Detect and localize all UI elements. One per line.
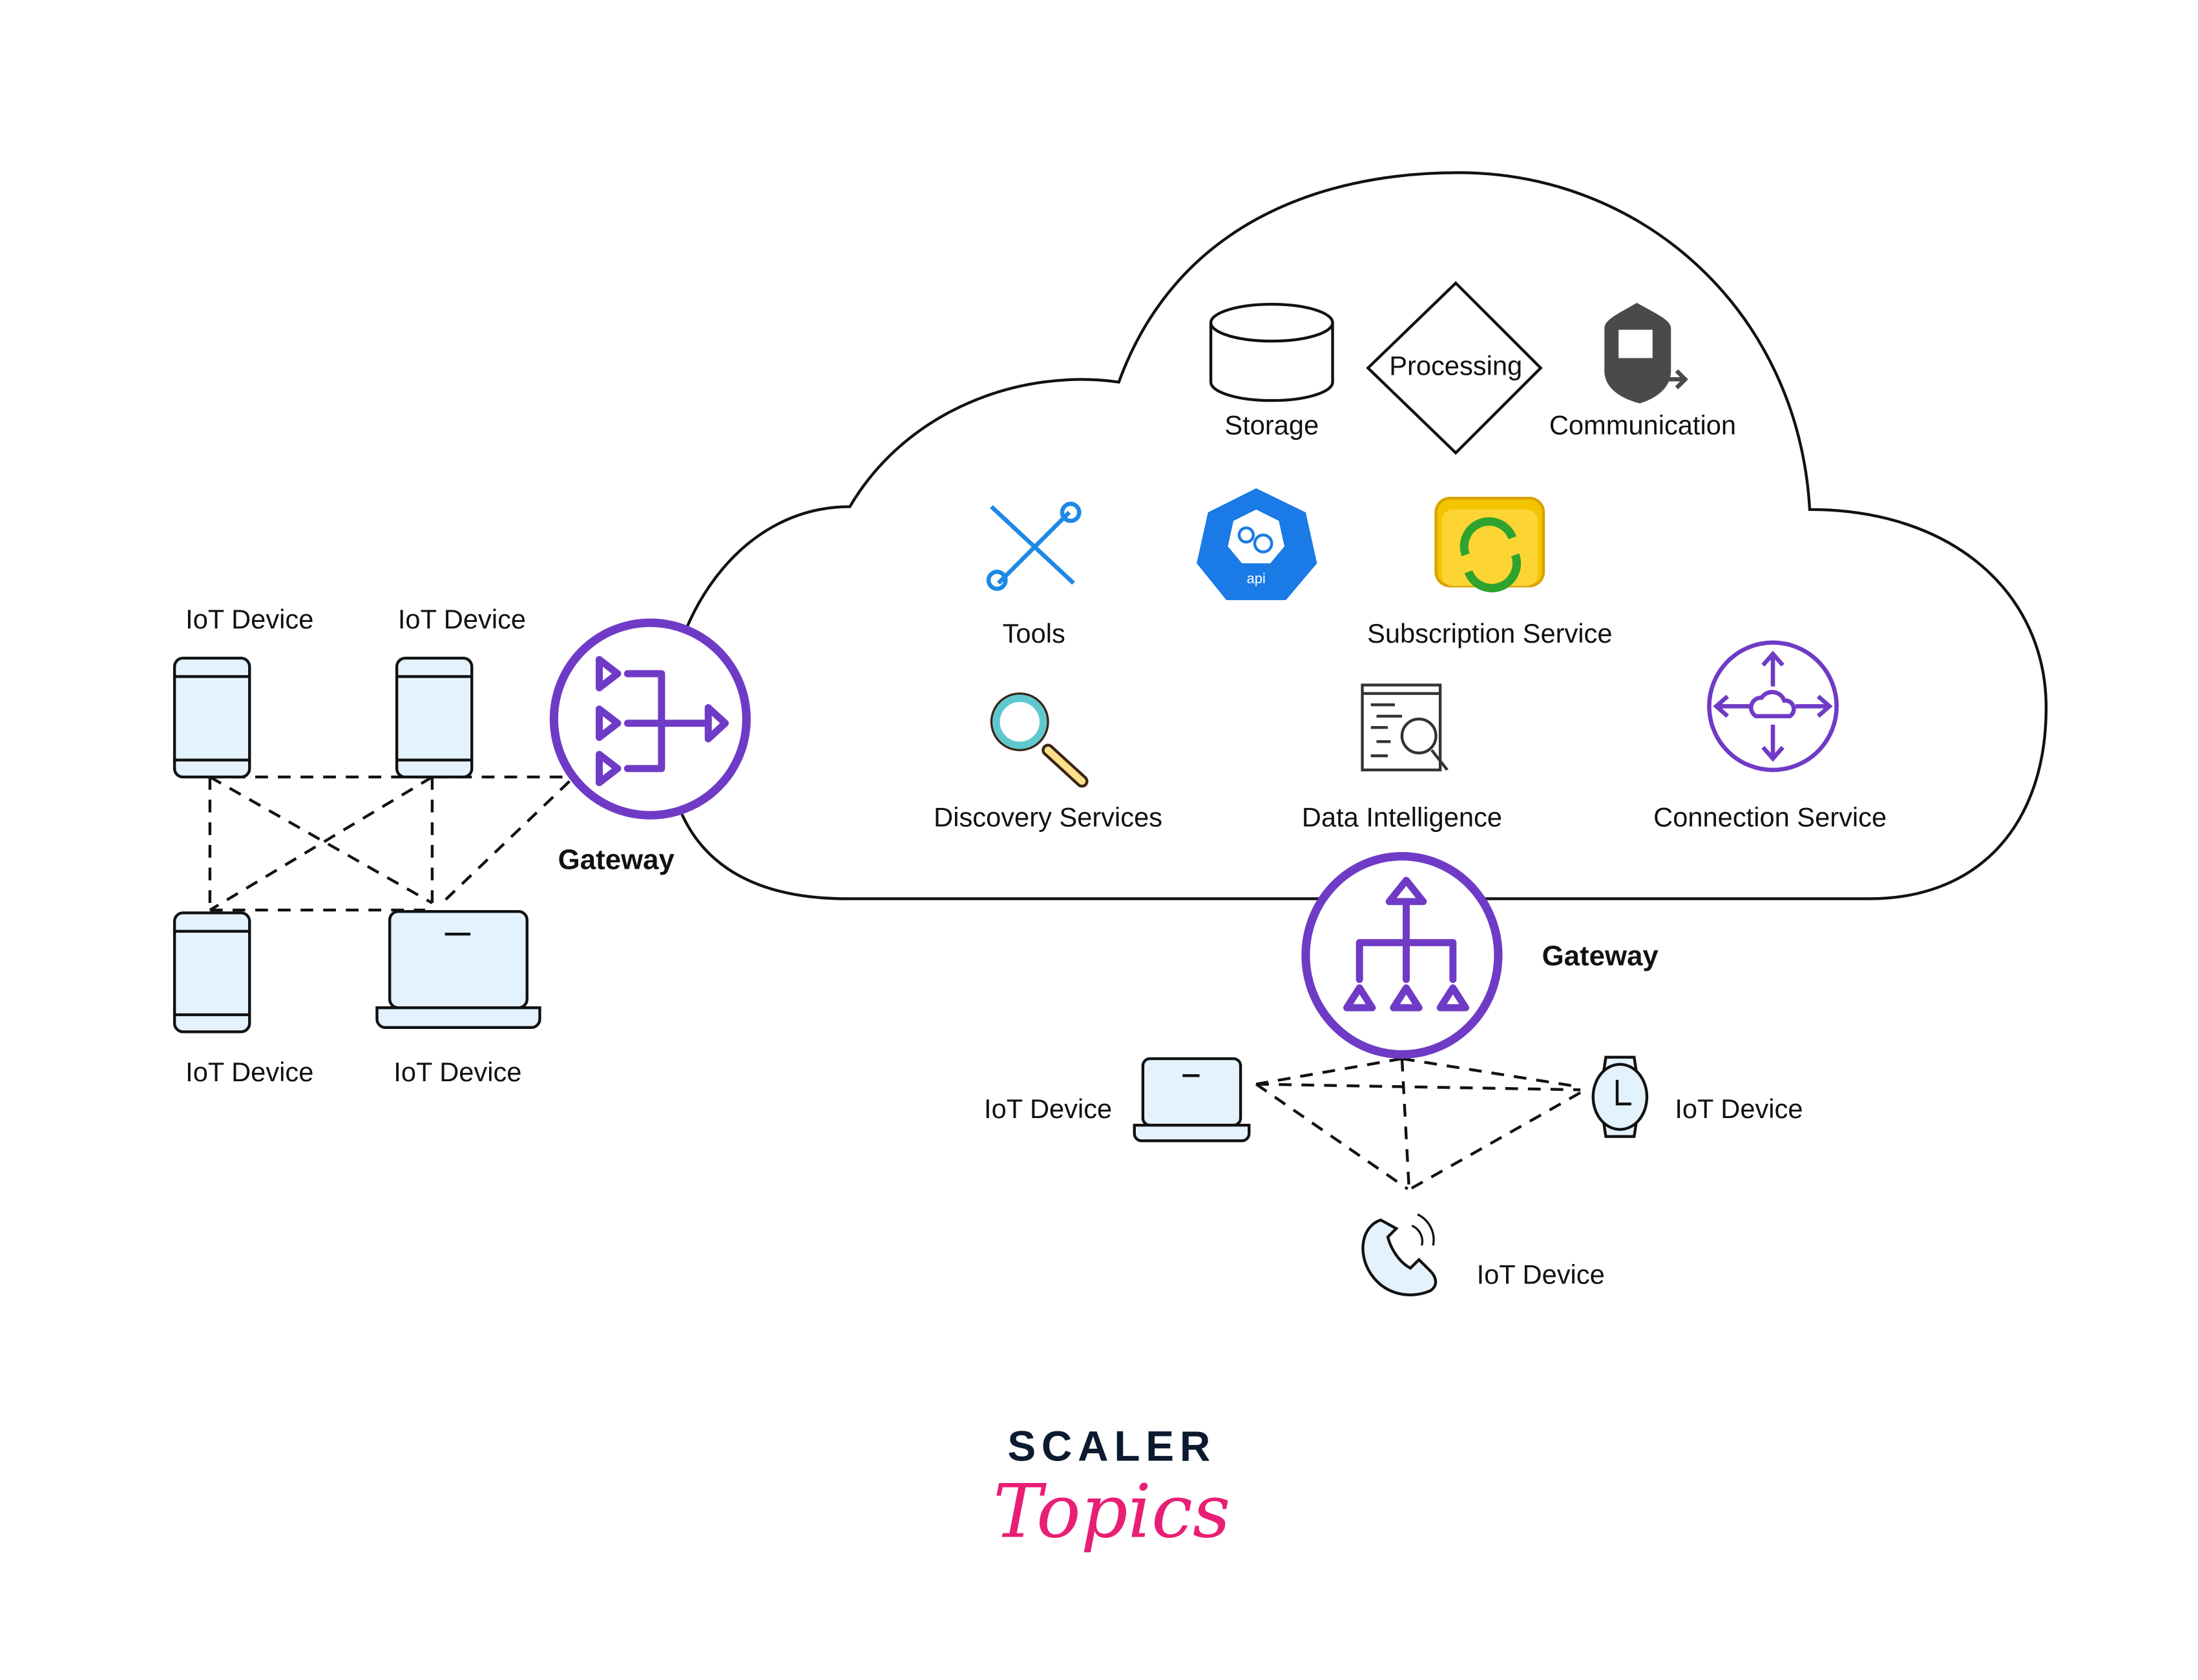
- api-badge-text: api: [1247, 570, 1266, 586]
- bottom-device-1-label: IoT Device: [984, 1094, 1112, 1124]
- bottom-gateway-icon: [1301, 852, 1503, 1059]
- processing-label: Processing: [1389, 351, 1522, 381]
- bottom-device-3-label: IoT Device: [1477, 1259, 1605, 1289]
- phone-device-icon: [173, 656, 251, 779]
- tools-label: Tools: [1003, 618, 1065, 648]
- laptop-device-icon: [1133, 1057, 1251, 1143]
- scaler-topics-logo: SCALER Topics: [993, 1422, 1230, 1554]
- bottom-cluster-links: [1255, 1057, 1582, 1190]
- left-cluster-links: [208, 775, 574, 912]
- bottom-device-2-label: IoT Device: [1675, 1094, 1803, 1124]
- subscription-label: Subscription Service: [1367, 618, 1612, 648]
- logo-topics-text: Topics: [993, 1469, 1230, 1555]
- left-gateway-icon: [549, 618, 751, 820]
- connection-cloud-arrows-icon: [1707, 640, 1839, 773]
- phone-device-icon: [173, 911, 251, 1033]
- api-gear-icon: api: [1197, 488, 1317, 601]
- storage-icon: [1209, 302, 1334, 402]
- data-intelligence-label: Data Intelligence: [1302, 802, 1502, 833]
- data-intelligence-code-search-icon: [1361, 683, 1449, 772]
- logo-scaler-text: SCALER: [1007, 1422, 1216, 1469]
- left-device-2-label: IoT Device: [398, 604, 526, 634]
- cloud-outline: [664, 171, 2048, 900]
- phone-call-device-icon: [1361, 1213, 1438, 1296]
- discovery-magnifier-icon: [990, 692, 1089, 788]
- smartwatch-device-icon: [1591, 1055, 1649, 1138]
- left-device-3-label: IoT Device: [185, 1057, 313, 1087]
- left-device-1-label: IoT Device: [185, 604, 313, 634]
- subscription-folder-sync-icon: [1434, 497, 1545, 593]
- communication-label: Communication: [1549, 410, 1736, 441]
- tools-icon: [986, 501, 1082, 591]
- processing-diamond: [1366, 281, 1543, 455]
- left-gateway-label: Gateway: [558, 844, 675, 875]
- left-device-4-label: IoT Device: [393, 1057, 521, 1087]
- discovery-label: Discovery Services: [934, 802, 1162, 833]
- laptop-device-icon: [375, 909, 541, 1030]
- phone-device-icon: [395, 656, 474, 779]
- communication-shield-icon: [1604, 302, 1688, 404]
- connection-label: Connection Service: [1653, 802, 1887, 833]
- storage-label: Storage: [1224, 410, 1319, 441]
- bottom-gateway-label: Gateway: [1542, 940, 1659, 971]
